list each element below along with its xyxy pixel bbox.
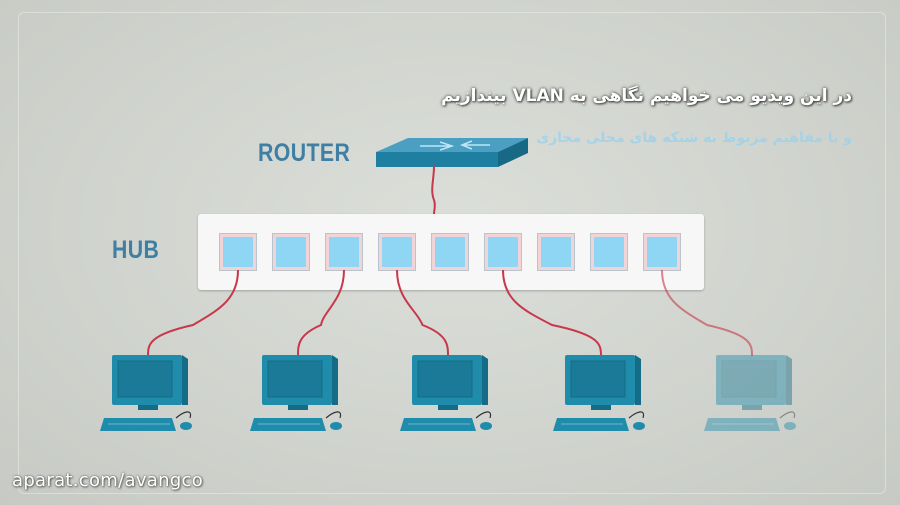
hub-port-8 <box>590 233 628 271</box>
cable-pc-1 <box>147 269 239 357</box>
watermark: aparat.com/avangco <box>12 470 204 491</box>
hub-computer-cables <box>147 269 753 357</box>
pc-2-computer-icon <box>250 355 342 431</box>
cable-pc-5 <box>661 269 753 357</box>
router-icon <box>376 138 528 167</box>
router-label: ROUTER <box>258 139 351 167</box>
pc-4-computer-icon <box>553 355 645 431</box>
hub-port-4 <box>378 233 416 271</box>
router-hub-cable <box>431 165 436 215</box>
hub-port-2 <box>272 233 310 271</box>
frame-border <box>18 12 886 494</box>
subtitle-line-1: در این ویدیو می خواهیم نگاهی به VLAN بین… <box>441 86 852 106</box>
subtitle-line-2: و با مفاهیم مربوط به شبکه های محلی مجازی <box>536 130 852 146</box>
hub-port-7 <box>537 233 575 271</box>
hub-label: HUB <box>112 236 160 264</box>
cable-pc-2 <box>297 269 345 357</box>
hub-port-1 <box>219 233 257 271</box>
pc-5-computer-icon <box>704 355 796 431</box>
cable-pc-4 <box>502 269 602 357</box>
hub-port-9 <box>643 233 681 271</box>
pc-3-computer-icon <box>400 355 492 431</box>
computers <box>100 355 796 431</box>
hub-port-6 <box>484 233 522 271</box>
hub-port-3 <box>325 233 363 271</box>
pc-1-computer-icon <box>100 355 192 431</box>
hub-port-5 <box>431 233 469 271</box>
cable-pc-3 <box>396 269 449 357</box>
